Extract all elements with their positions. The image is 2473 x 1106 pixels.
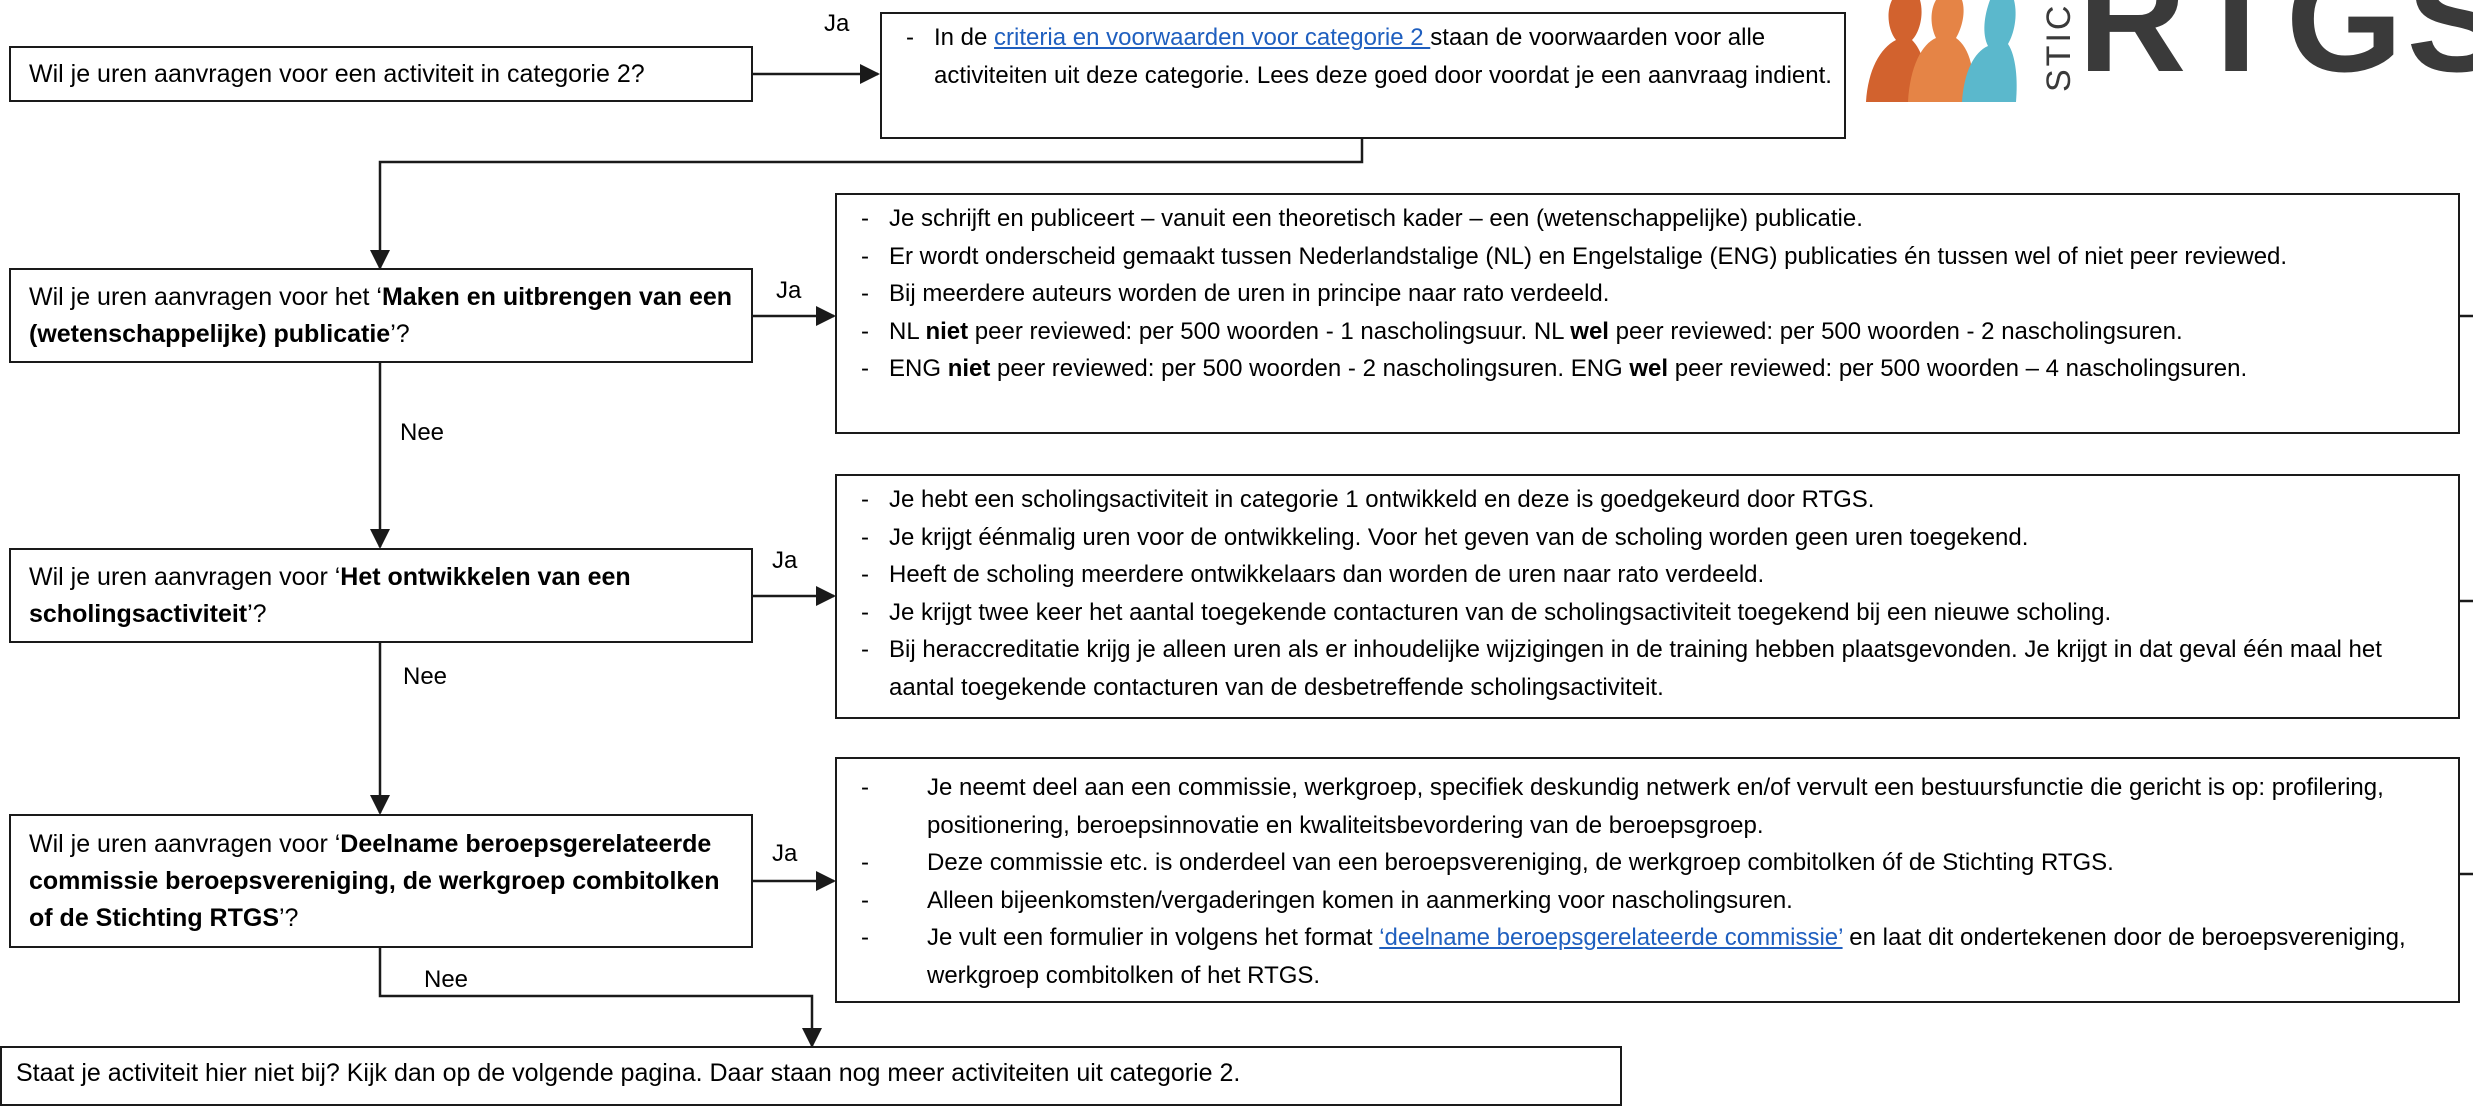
label-nee-3: Nee bbox=[424, 966, 469, 993]
info-scholingsactiviteit-item: Bij heraccreditatie krijg je alleen uren… bbox=[849, 631, 2446, 706]
info-publicatie-item: Er wordt onderscheid gemaakt tussen Nede… bbox=[849, 238, 2446, 276]
label-ja-2: Ja bbox=[776, 277, 802, 304]
question-publicatie-text: Wil je uren aanvragen voor het ‘Maken en… bbox=[29, 282, 733, 348]
info-scholingsactiviteit-item: Je krijgt twee keer het aantal toegekend… bbox=[849, 594, 2446, 632]
logo-figure-orange-dark bbox=[1866, 0, 1927, 102]
info-criteria: In de criteria en voorwaarden voor categ… bbox=[880, 12, 1846, 139]
info-publicatie: Je schrijft en publiceert – vanuit een t… bbox=[835, 193, 2460, 434]
info-scholingsactiviteit-item: Heeft de scholing meerdere ontwikkelaars… bbox=[849, 556, 2446, 594]
question-deelname-commissie: Wil je uren aanvragen voor ‘Deelname ber… bbox=[9, 814, 753, 948]
label-ja-4: Ja bbox=[772, 840, 798, 867]
label-ja-1: Ja bbox=[824, 10, 850, 37]
question-scholingsactiviteit: Wil je uren aanvragen voor ‘Het ontwikke… bbox=[9, 548, 753, 643]
logo-vertical-text: STICHTI bbox=[2040, 0, 2078, 92]
logo-wordmark: RTGS bbox=[2078, 0, 2473, 103]
criteria-link[interactable]: criteria en voorwaarden voor categorie 2 bbox=[994, 24, 1431, 51]
info-publicatie-item: NL niet peer reviewed: per 500 woorden -… bbox=[849, 313, 2446, 351]
arrow-info1-to-q2 bbox=[370, 139, 1364, 270]
question-category-2: Wil je uren aanvragen voor een activitei… bbox=[9, 46, 753, 102]
final-note: Staat je activiteit hier niet bij? Kijk … bbox=[0, 1046, 1622, 1106]
info-deelname-commissie-item: Je vult een formulier in volgens het for… bbox=[849, 919, 2446, 994]
question-scholingsactiviteit-text: Wil je uren aanvragen voor ‘Het ontwikke… bbox=[29, 562, 631, 628]
label-nee-2: Nee bbox=[403, 663, 448, 690]
label-ja-3: Ja bbox=[772, 547, 798, 574]
question-deelname-commissie-text: Wil je uren aanvragen voor ‘Deelname ber… bbox=[29, 829, 720, 932]
info-scholingsactiviteit: Je hebt een scholingsactiviteit in categ… bbox=[835, 474, 2460, 719]
question-publicatie: Wil je uren aanvragen voor het ‘Maken en… bbox=[9, 268, 753, 363]
arrow-q4-nee bbox=[378, 948, 822, 1048]
info-scholingsactiviteit-item: Je hebt een scholingsactiviteit in categ… bbox=[849, 481, 2446, 519]
info-criteria-item: In de criteria en voorwaarden voor categ… bbox=[894, 19, 1832, 94]
info-deelname-commissie-item: Deze commissie etc. is onderdeel van een… bbox=[849, 844, 2446, 882]
logo-figures-icon bbox=[1866, 0, 2017, 102]
info-publicatie-item: Bij meerdere auteurs worden de uren in p… bbox=[849, 275, 2446, 313]
info-deelname-commissie-item: Alleen bijeenkomsten/vergaderingen komen… bbox=[849, 882, 2446, 920]
info-deelname-commissie-item: Je neemt deel aan een commissie, werkgro… bbox=[849, 769, 2446, 844]
final-note-text: Staat je activiteit hier niet bij? Kijk … bbox=[16, 1059, 1241, 1087]
deelname-commissie-link[interactable]: ‘deelname beroepsgerelateerde commissie’ bbox=[1379, 924, 1843, 951]
question-category-2-text: Wil je uren aanvragen voor een activitei… bbox=[29, 59, 645, 88]
logo-figure-teal bbox=[1962, 0, 2017, 102]
info-scholingsactiviteit-item: Je krijgt éénmalig uren voor de ontwikke… bbox=[849, 519, 2446, 557]
info-publicatie-item: ENG niet peer reviewed: per 500 woorden … bbox=[849, 350, 2446, 388]
info-deelname-commissie: Je neemt deel aan een commissie, werkgro… bbox=[835, 757, 2460, 1003]
info-publicatie-item: Je schrijft en publiceert – vanuit een t… bbox=[849, 200, 2446, 238]
label-nee-1: Nee bbox=[400, 419, 445, 446]
logo-figure-orange bbox=[1908, 0, 1974, 102]
